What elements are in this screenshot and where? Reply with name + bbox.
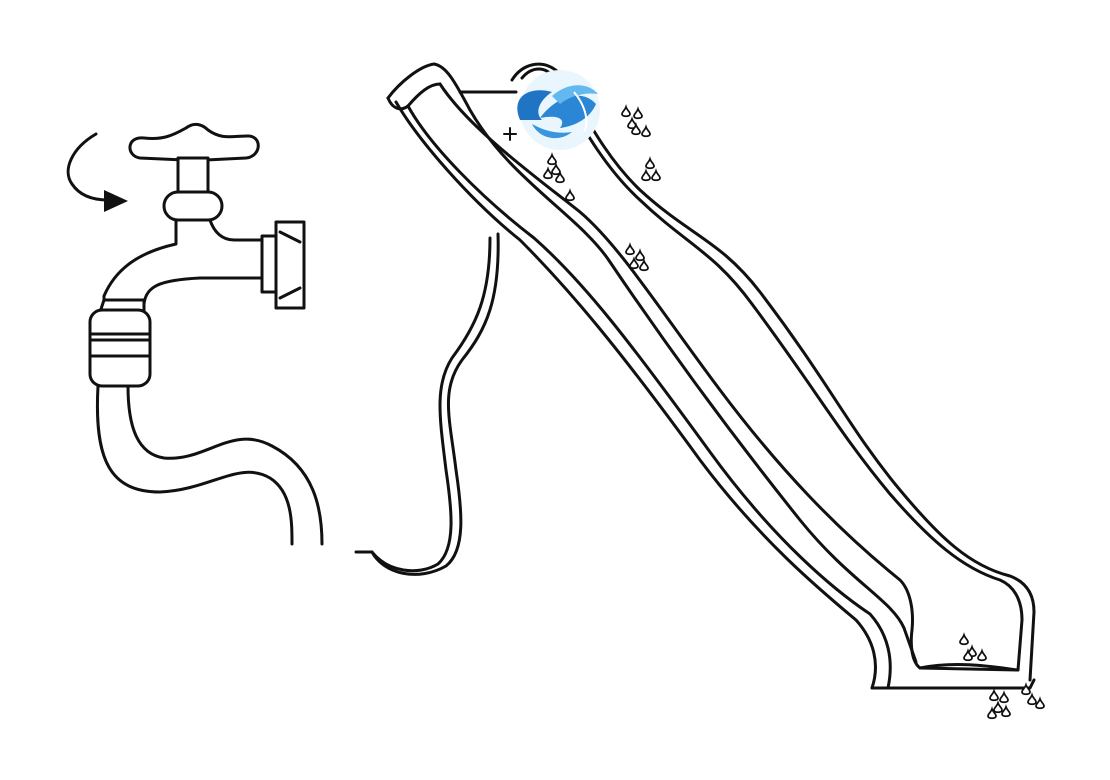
water-droplet-icon xyxy=(1035,696,1045,710)
water-droplet-icon xyxy=(1021,682,1031,696)
water-droplet-icon xyxy=(645,156,655,170)
water-droplet-icon xyxy=(989,688,999,702)
faucet-handle xyxy=(128,122,260,162)
garden-hose-continued xyxy=(354,232,500,576)
water-droplet-icon xyxy=(639,258,649,272)
water-droplet-icon xyxy=(635,248,645,262)
water-droplet-icon xyxy=(621,104,631,118)
water-splash-icon xyxy=(503,70,600,150)
faucet-collar xyxy=(162,190,224,222)
water-droplet-icon xyxy=(959,632,969,646)
faucet-stem xyxy=(176,156,210,196)
faucet-body xyxy=(102,218,264,306)
water-droplet-icon xyxy=(977,648,987,662)
water-droplet-icon xyxy=(627,116,637,130)
water-droplet-icon xyxy=(555,170,565,184)
water-droplet-icon xyxy=(625,242,635,256)
hose-connector xyxy=(88,308,152,388)
water-droplet-icon xyxy=(641,168,651,182)
water-droplet-icon xyxy=(1027,692,1037,706)
water-droplet-icon xyxy=(999,690,1009,704)
water-slide-icon xyxy=(386,62,1036,690)
water-droplet-icon xyxy=(651,168,661,182)
faucet-nut xyxy=(260,234,278,294)
water-droplet-icon xyxy=(633,106,643,120)
water-droplet-icon xyxy=(631,122,641,136)
water-droplet-icon xyxy=(565,188,575,202)
water-droplet-icon xyxy=(993,700,1003,714)
water-droplets xyxy=(543,104,1045,720)
water-droplet-icon xyxy=(1001,704,1011,718)
water-droplet-icon xyxy=(987,706,997,720)
garden-hose xyxy=(95,384,294,546)
water-droplet-icon xyxy=(543,166,553,180)
water-droplet-icon xyxy=(963,648,973,662)
faucet-nut-hex xyxy=(274,220,306,310)
water-droplet-icon xyxy=(547,152,557,166)
water-droplet-icon xyxy=(641,124,651,138)
water-droplet-icon xyxy=(551,162,561,176)
water-droplet-icon xyxy=(629,256,639,270)
curved-arrow-clockwise-icon xyxy=(66,132,128,212)
faucet-with-hose-icon xyxy=(88,122,324,546)
